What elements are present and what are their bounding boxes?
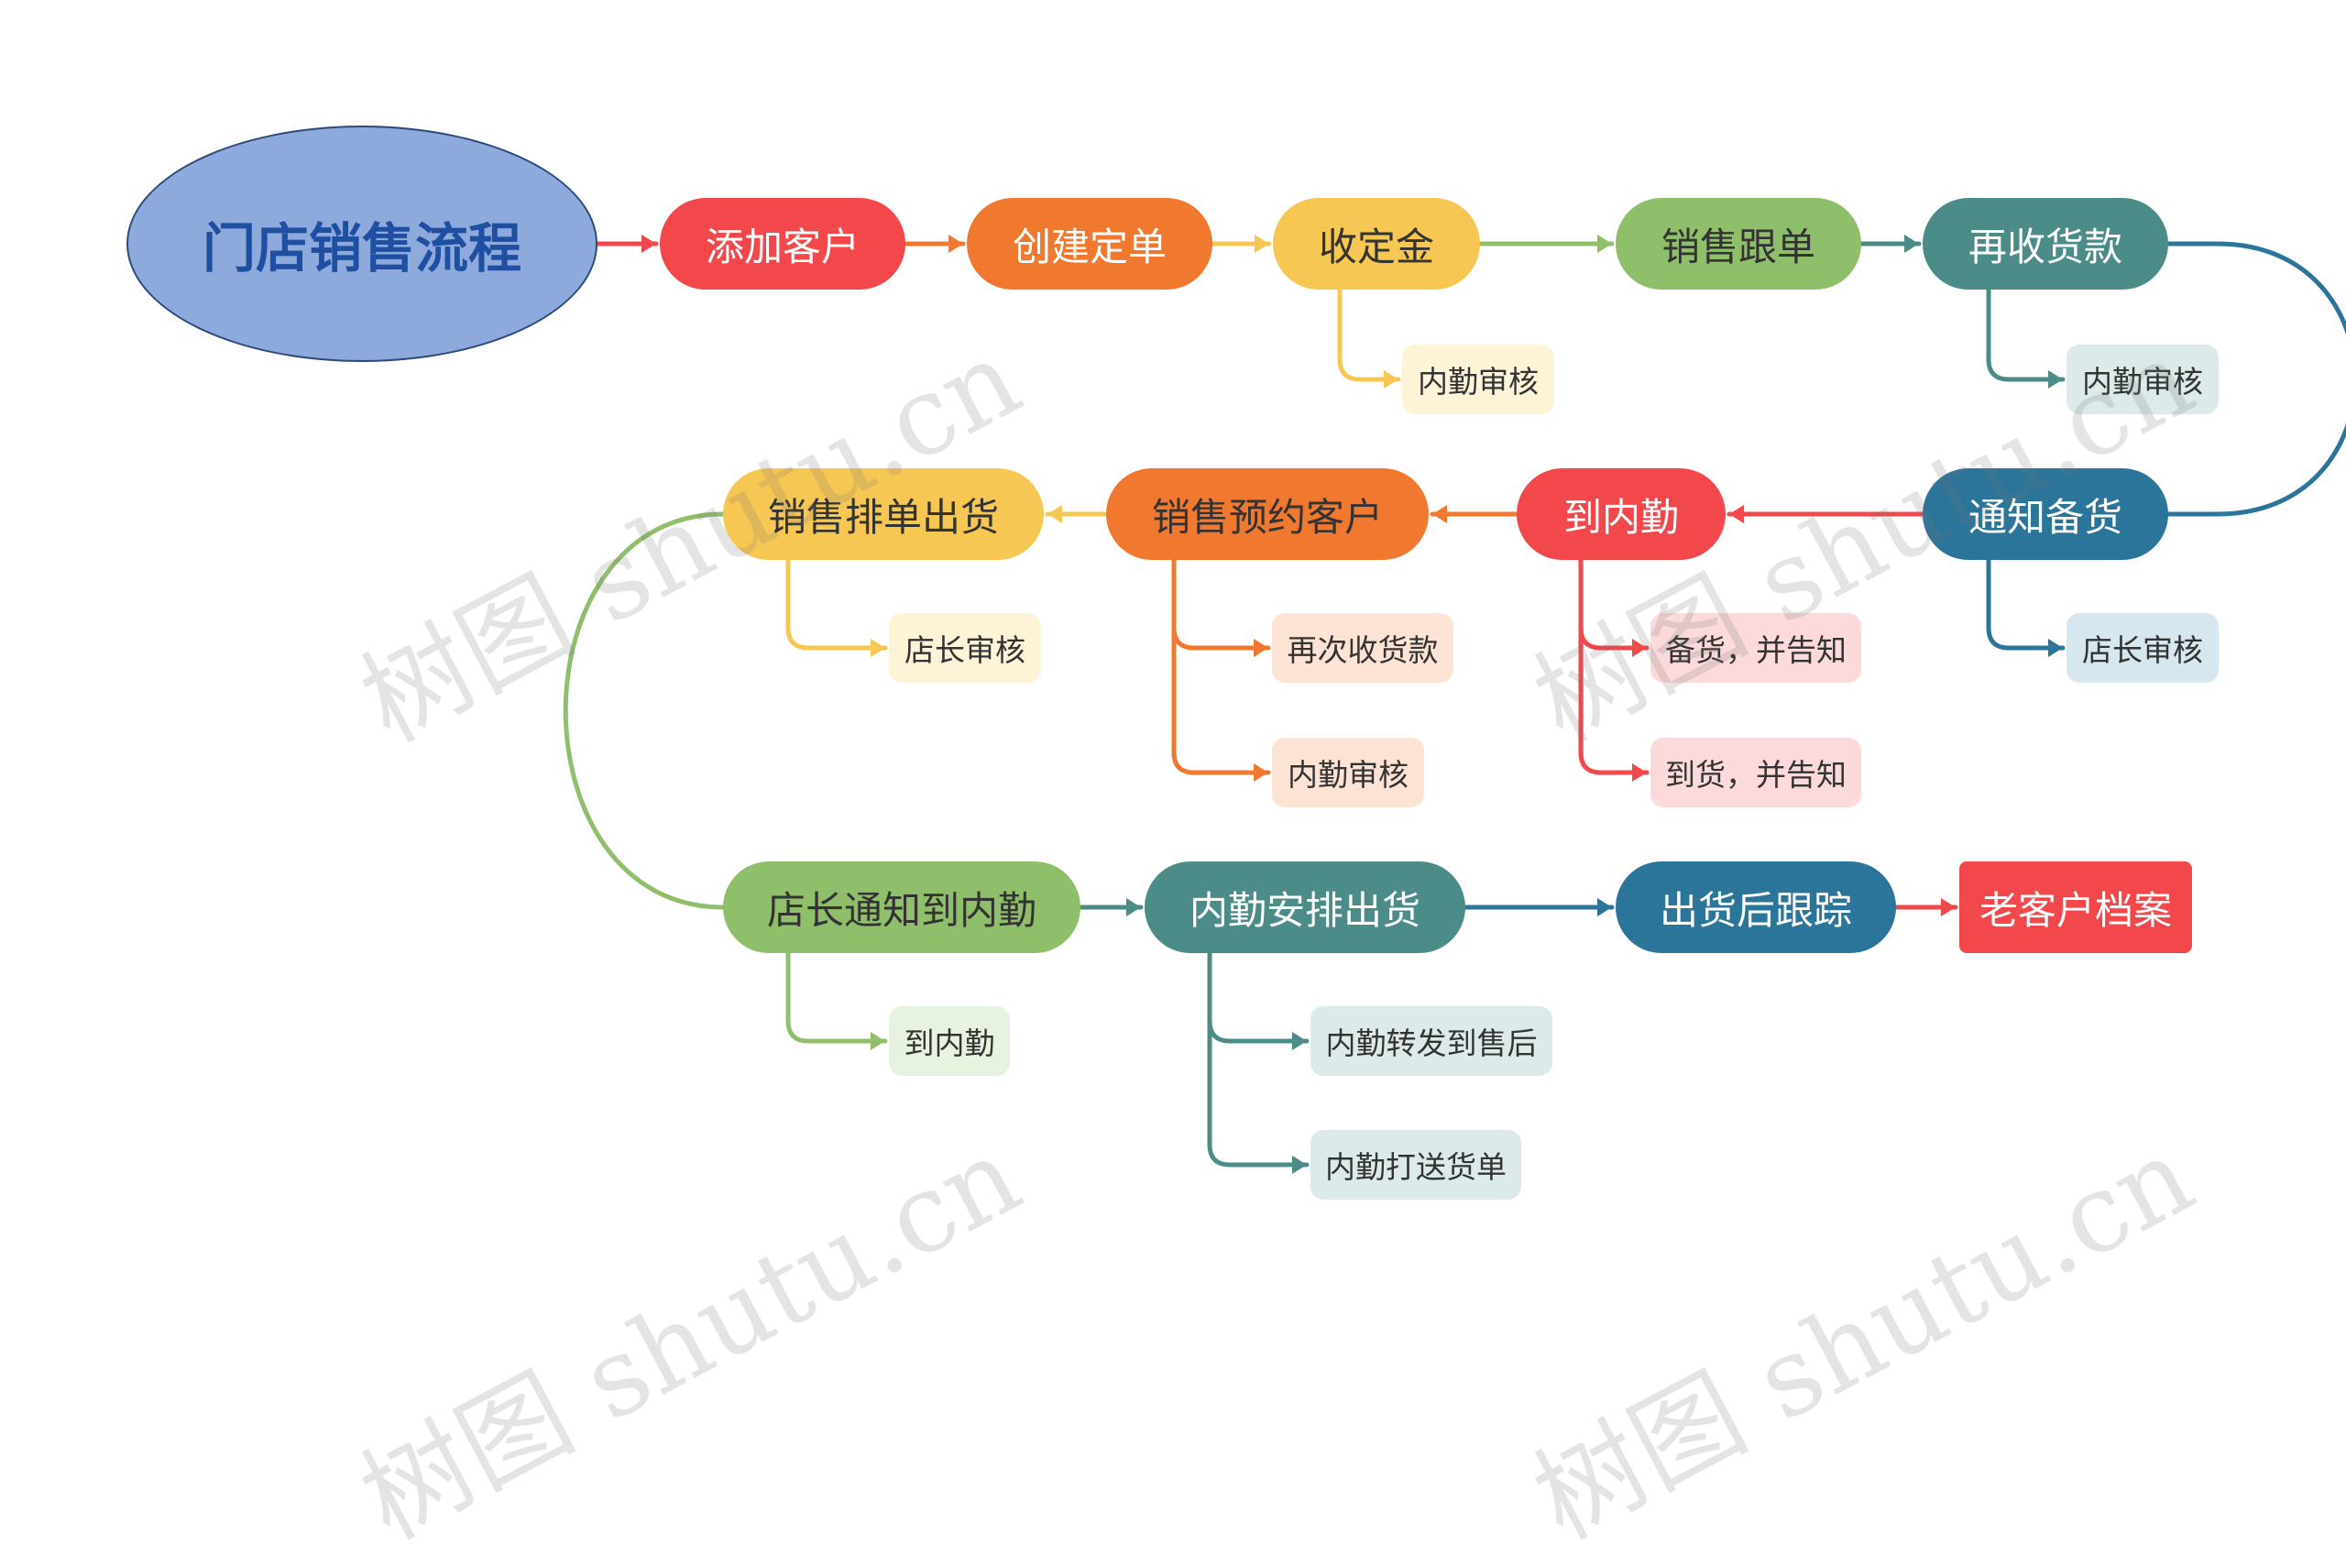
- step-clerk-arrange-ship[interactable]: 内勤安排出货: [1145, 861, 1465, 953]
- arrow-head-icon: [1432, 505, 1447, 523]
- arrow-head-icon: [1597, 898, 1612, 916]
- connector-layer: [563, 235, 2346, 1174]
- connector-line: [785, 557, 888, 651]
- arrow-head-icon: [2048, 370, 2063, 389]
- step-add-customer[interactable]: 添加客户: [660, 198, 905, 290]
- connector-line: [1171, 557, 1271, 775]
- sub-prepare-notify[interactable]: 备货，并告知: [1650, 613, 1861, 683]
- arrow-head-icon: [871, 1032, 885, 1050]
- sub-forward-after-sales[interactable]: 内勤转发到售后: [1310, 1006, 1552, 1076]
- connector-line: [785, 950, 888, 1044]
- step-manager-notify-clerk[interactable]: 店长通知到内勤: [723, 861, 1080, 953]
- sub-arrive-notify[interactable]: 到货，并告知: [1650, 738, 1861, 807]
- step-sales-follow[interactable]: 销售跟单: [1616, 198, 1861, 290]
- arrow-head-icon: [1729, 505, 1744, 523]
- connector-line: [1578, 557, 1650, 775]
- arrow-head-icon: [1254, 639, 1268, 657]
- step-old-customer-file[interactable]: 老客户档案: [1959, 861, 2192, 953]
- arrow-head-icon: [1254, 763, 1268, 782]
- arrow-head-icon: [1632, 763, 1647, 782]
- connector-line: [1986, 287, 2066, 382]
- connector-line: [1986, 557, 2066, 651]
- connector-curve: [563, 511, 726, 910]
- sub-to-clerk[interactable]: 到内勤: [889, 1006, 1010, 1076]
- arrow-head-icon: [1126, 898, 1141, 916]
- step-to-clerk[interactable]: 到内勤: [1517, 468, 1726, 560]
- step-collect-payment-again[interactable]: 再收货款: [1923, 198, 2168, 290]
- step-post-ship-tracking[interactable]: 出货后跟踪: [1616, 861, 1896, 953]
- arrow-head-icon: [1292, 1032, 1307, 1050]
- arrow-head-icon: [1632, 639, 1647, 657]
- arrow-head-icon: [1597, 235, 1612, 253]
- root-title[interactable]: 门店销售流程: [126, 126, 597, 362]
- sub-print-delivery-note[interactable]: 内勤打送货单: [1310, 1130, 1521, 1200]
- arrow-head-icon: [1904, 235, 1919, 253]
- sub-stock-manager-review[interactable]: 店长审核: [2066, 613, 2219, 683]
- connector-line: [1578, 557, 1650, 651]
- arrow-head-icon: [871, 639, 885, 657]
- sub-schedule-manager-review[interactable]: 店长审核: [889, 613, 1041, 683]
- step-sales-appointment[interactable]: 销售预约客户: [1106, 468, 1429, 560]
- connector-line: [1337, 287, 1401, 382]
- connector-line: [1171, 557, 1271, 651]
- arrow-head-icon: [1384, 370, 1398, 389]
- arrow-head-icon: [1941, 898, 1956, 916]
- sub-collect-again[interactable]: 再次收货款: [1272, 613, 1453, 683]
- flowchart-canvas: 门店销售流程 添加客户 创建定单 收定金 销售跟单 再收货款 通知备货 到内勤 …: [126, 126, 2346, 1563]
- connector-line: [1207, 950, 1310, 1044]
- sub-deposit-review[interactable]: 内勤审核: [1402, 345, 1554, 414]
- step-notify-stock[interactable]: 通知备货: [1923, 468, 2168, 560]
- sub-appointment-review[interactable]: 内勤审核: [1272, 738, 1424, 807]
- arrow-head-icon: [1292, 1156, 1307, 1174]
- arrow-head-icon: [1255, 235, 1269, 253]
- connector-curve: [2165, 241, 2346, 517]
- step-sales-schedule-ship[interactable]: 销售排单出货: [723, 468, 1044, 560]
- sub-payment-review[interactable]: 内勤审核: [2066, 345, 2219, 414]
- step-collect-deposit[interactable]: 收定金: [1273, 198, 1480, 290]
- arrow-head-icon: [948, 235, 963, 253]
- arrow-head-icon: [2048, 639, 2063, 657]
- arrow-head-icon: [1047, 505, 1062, 523]
- connector-line: [1207, 950, 1310, 1168]
- step-create-order[interactable]: 创建定单: [967, 198, 1212, 290]
- arrow-head-icon: [641, 235, 656, 253]
